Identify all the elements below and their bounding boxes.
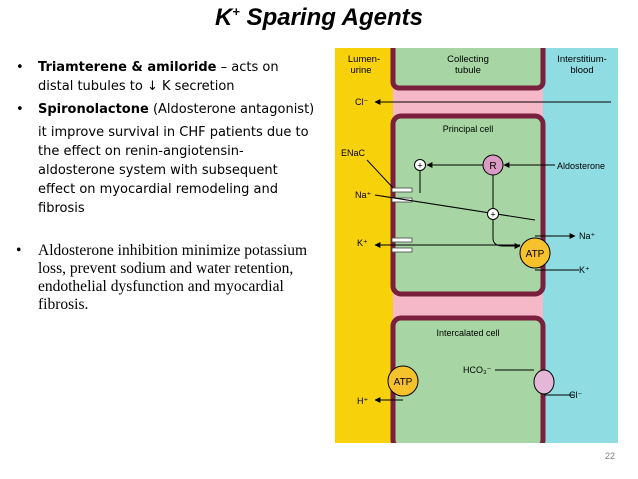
sodium-entry-arrow [374, 194, 536, 221]
bullet-list: • Triamterene & amiloride – acts on dista… [10, 58, 315, 314]
atp-pump-intercalated [387, 365, 419, 397]
interstitium-label: Interstitium- [557, 54, 607, 65]
potassium-out-label: K⁺ [579, 265, 590, 275]
sodium-out-label: Na⁺ [579, 231, 596, 241]
principal-cell-label: Principal cell [443, 124, 494, 134]
tubule-label: tubule [455, 65, 481, 76]
lumen-label: Lumen- [348, 54, 380, 65]
bullet-marker: • [16, 242, 22, 259]
bullet-marker: • [16, 60, 24, 75]
atp-pump-principal [519, 237, 551, 269]
lumen-label: urine [350, 65, 371, 76]
enac-channel [391, 187, 413, 193]
bullet-spironolactone: • Spironolactone (Aldosterone antagonist) [10, 100, 315, 119]
aldosterone-label: Aldosterone [557, 161, 605, 171]
potassium-channel [391, 247, 413, 253]
tubule-label: Collecting [447, 54, 489, 65]
plus-sign-1 [414, 159, 426, 171]
bicarbonate-label: HCO₃⁻ [463, 365, 492, 375]
title-superscript: + [232, 4, 240, 19]
interstitium-region [543, 48, 618, 443]
svg-text:ATP: ATP [394, 377, 413, 388]
chloride-bottom-label: Cl⁻ [569, 390, 582, 400]
plus-to-atp-arrow [492, 220, 521, 249]
interstitium-label: blood [570, 65, 593, 76]
bullet-triamterene: • Triamterene & amiloride – acts on dista… [10, 58, 315, 96]
page-number: 22 [604, 451, 615, 461]
plus-sign-2 [487, 208, 499, 220]
bullet-text: (Aldosterone antagonist) [148, 102, 315, 117]
bullet-text: – acts on distal tubules to ↓ K secretio… [38, 60, 279, 94]
title-main: K [214, 4, 233, 31]
slide-title: K+ Sparing Agents [0, 4, 638, 32]
spironolactone-detail: it improve survival in CHF patients due … [38, 125, 309, 216]
svg-text:+: + [490, 210, 495, 220]
enac-channel [391, 197, 413, 203]
proton-label: H⁺ [357, 396, 368, 406]
bullet-aldosterone-inhibition: • Aldosterone inhibition minimize potassi… [10, 242, 315, 314]
chloride-label: Cl⁻ [355, 97, 368, 107]
intercalated-cell-label: Intercalated cell [436, 328, 499, 338]
sodium-in-label: Na⁺ [355, 190, 372, 200]
drug-name-triamterene: Triamterene & amiloride [38, 60, 217, 75]
svg-text:R: R [489, 161, 496, 172]
bullet-marker: • [16, 102, 24, 117]
svg-text:ATP: ATP [526, 249, 545, 260]
collecting-tubule-diagram: Lumen- urine Collecting tubule Interstit… [335, 48, 618, 443]
title-rest: Sparing Agents [239, 4, 424, 31]
bullet-text: Aldosterone inhibition minimize potassiu… [38, 242, 308, 313]
principal-cell [390, 113, 546, 297]
enac-pointer [366, 159, 396, 191]
svg-text:+: + [417, 161, 422, 171]
top-cell [390, 48, 546, 91]
potassium-in-label: K⁺ [357, 238, 368, 248]
drug-name-spironolactone: Spironolactone [38, 102, 149, 117]
anion-exchanger [533, 369, 555, 395]
potassium-channel [391, 237, 413, 243]
enac-label: ENaC [341, 148, 366, 158]
